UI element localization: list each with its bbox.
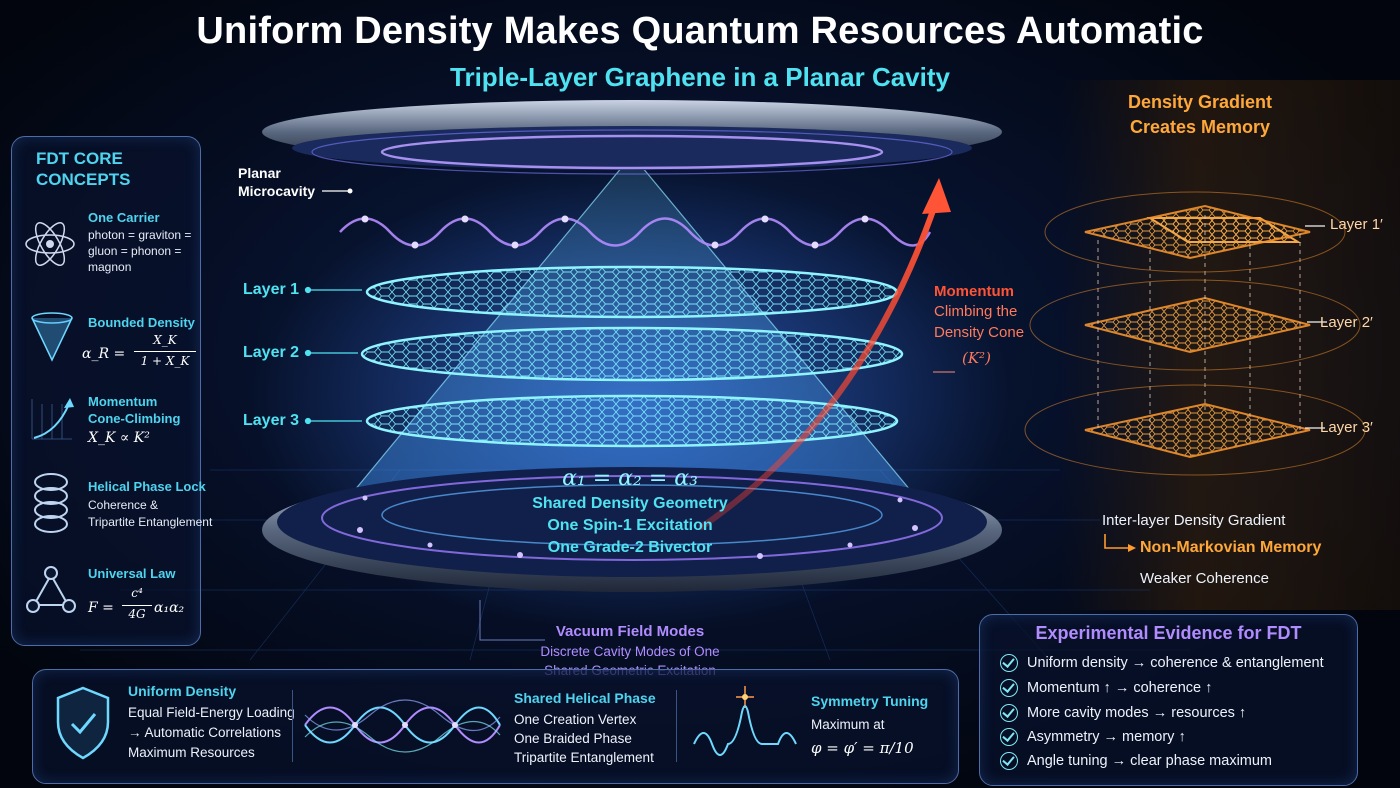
uniform-body-2: → Automatic Correlations xyxy=(128,725,282,740)
momentum-label: Momentum xyxy=(934,283,1014,300)
center-line-1: Shared Density Geometry xyxy=(532,495,728,512)
momentum-sub-2: Density Cone xyxy=(934,324,1025,341)
momentum-k2: (K²) xyxy=(962,349,991,367)
momentum-sub-1: Climbing the xyxy=(934,303,1018,320)
helical-body-3: Tripartite Entanglement xyxy=(514,750,654,765)
concept-momentum-head: Momentum xyxy=(88,394,158,409)
vacuum-line-1: Discrete Cavity Modes of One xyxy=(540,644,720,659)
concept-density-math-den: 1 + X_K xyxy=(140,354,190,368)
evidence-item: Momentum ↑ → coherence ↑ xyxy=(1000,679,1212,697)
braided-helix-icon xyxy=(304,699,501,753)
concept-law-math-rhs: α₁α₂ xyxy=(154,600,185,616)
evidence-item: Asymmetry → memory ↑ xyxy=(1000,728,1186,746)
concept-helical-body-2: Tripartite Entanglement xyxy=(88,515,213,529)
uniform-body-1: Equal Field-Energy Loading xyxy=(128,705,295,720)
check-icon xyxy=(1000,752,1018,770)
concept-law-math-lhs: F = xyxy=(88,600,114,616)
concept-density-math-lhs: α_R = xyxy=(82,346,126,362)
momentum-arrow-icon xyxy=(31,398,74,440)
cone-icon xyxy=(31,312,73,362)
center-line-3: One Grade-2 Bivector xyxy=(547,539,713,556)
concepts-panel xyxy=(11,136,201,646)
helical-head: Shared Helical Phase xyxy=(514,690,656,706)
evidence-item: Uniform density → coherence & entangleme… xyxy=(1000,654,1324,672)
concept-density-math-num: X_K xyxy=(153,333,177,347)
concept-momentum-head-2: Cone-Climbing xyxy=(88,411,181,426)
concept-helical-body-1: Coherence & xyxy=(88,498,159,512)
helical-body-2: One Braided Phase xyxy=(514,731,632,746)
gradient-line-2: Non-Markovian Memory xyxy=(1140,539,1322,556)
vacuum-title: Vacuum Field Modes xyxy=(555,623,705,640)
gradient-line-1: Inter-layer Density Gradient xyxy=(1102,512,1286,529)
evidence-item: Angle tuning → clear phase maximum xyxy=(1000,752,1272,770)
cavity-label: Planar Microcavity xyxy=(238,165,316,199)
concepts-title: FDT CORE CONCEPTS xyxy=(36,149,131,189)
page-title: Uniform Density Makes Quantum Resources … xyxy=(196,10,1204,52)
concept-carrier-body-2: gluon = phonon = xyxy=(88,244,182,258)
concept-carrier-body-3: magnon xyxy=(88,260,132,274)
symmetry-head: Symmetry Tuning xyxy=(811,693,929,709)
concept-carrier-body-1: photon = graviton = xyxy=(88,228,192,242)
symmetry-math: φ = φ′ = π/10 xyxy=(811,739,914,757)
layer-1-prime-label: Layer 1′ xyxy=(1330,216,1383,233)
center-line-2: One Spin-1 Excitation xyxy=(547,517,713,534)
evidence-item: More cavity modes → resources ↑ xyxy=(1000,704,1246,722)
evidence-title: Experimental Evidence for FDT xyxy=(1035,623,1302,643)
gradient-title: Density Gradient Creates Memory xyxy=(1127,92,1273,137)
bottom-summary-panel xyxy=(32,669,959,784)
layer-2-prime-label: Layer 2′ xyxy=(1320,314,1373,331)
page-subtitle: Triple-Layer Graphene in a Planar Cavity xyxy=(450,62,950,92)
check-icon xyxy=(1000,654,1018,672)
check-icon xyxy=(1000,679,1018,697)
shield-check-icon xyxy=(56,686,110,760)
concept-density-head: Bounded Density xyxy=(88,315,195,330)
helical-body-1: One Creation Vertex xyxy=(514,712,637,727)
layer-2-label: Layer 2 xyxy=(243,344,300,361)
concept-helical-head: Helical Phase Lock xyxy=(88,479,206,494)
symmetry-body: Maximum at xyxy=(811,717,885,732)
layer-3-label: Layer 3 xyxy=(243,412,300,429)
phase-peak-icon xyxy=(693,686,797,756)
layer-3-prime-label: Layer 3′ xyxy=(1320,419,1373,436)
check-icon xyxy=(1000,728,1018,746)
uniform-body-3: Maximum Resources xyxy=(128,745,255,760)
triangle-network-icon xyxy=(26,566,76,613)
helix-icon xyxy=(34,473,68,533)
gradient-line-3: Weaker Coherence xyxy=(1140,570,1269,587)
concept-carrier-head: One Carrier xyxy=(88,210,160,225)
concept-law-head: Universal Law xyxy=(88,566,176,581)
layer-1-label: Layer 1 xyxy=(243,281,300,298)
check-icon xyxy=(1000,704,1018,722)
alpha-equation: α₁ = α₂ = α₃ xyxy=(562,466,698,491)
concept-momentum-math: X_K ∝ K² xyxy=(88,430,150,446)
uniform-head: Uniform Density xyxy=(128,683,237,699)
atom-icon xyxy=(25,221,75,267)
concept-law-math-den: 4G xyxy=(128,607,146,621)
concept-law-math-num: c⁴ xyxy=(131,586,143,600)
evidence-panel xyxy=(979,614,1358,786)
